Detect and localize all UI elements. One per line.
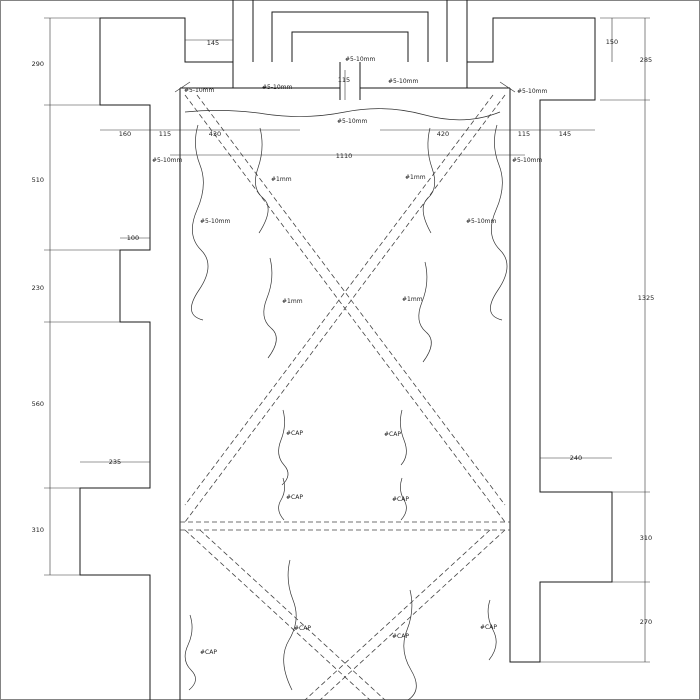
crack-label-right-dim: #5-10mm <box>512 157 542 164</box>
cracks <box>184 108 508 700</box>
crack-label-cap-d: #CAP <box>392 496 409 503</box>
crack-label-cap-e: #CAP <box>200 649 217 656</box>
crack-label-cap-g: #CAP <box>392 633 409 640</box>
outline-left <box>79 17 233 700</box>
dim-top-160: 160 <box>119 130 131 138</box>
dim-top-145-right: 145 <box>559 130 571 138</box>
outline-right <box>467 17 613 663</box>
dim-left-1: 290 <box>32 60 44 68</box>
dim-right-4: 310 <box>640 534 652 542</box>
dim-top-420: 420 <box>437 130 449 138</box>
dim-235: 235 <box>109 458 121 466</box>
dimension-lines <box>44 17 650 663</box>
dim-left-3: 230 <box>32 284 44 292</box>
crack-label-1mm-b: #1mm <box>405 174 426 181</box>
dimension-text: 290 510 230 560 310 150 285 1325 310 270… <box>32 38 655 626</box>
crack-label-cap-f: #CAP <box>294 625 311 632</box>
crack-label-1mm-a: #1mm <box>271 176 292 183</box>
dim-right-3: 1325 <box>638 294 655 302</box>
crack-label-cap-a: #CAP <box>286 430 303 437</box>
dim-top-1110: 1110 <box>336 152 353 160</box>
dim-left-4: 560 <box>32 400 44 408</box>
dim-top-145: 145 <box>207 39 219 47</box>
bracing <box>180 94 510 700</box>
dim-100: 100 <box>127 234 139 242</box>
dim-left-5: 310 <box>32 526 44 534</box>
crack-label-wall-right: #5-10mm <box>466 218 496 225</box>
crack-label-top: #5-10mm <box>345 56 375 63</box>
crack-label-corner-right: #5-10mm <box>517 88 547 95</box>
dim-right-1: 150 <box>606 38 618 46</box>
dim-top-115-right: 115 <box>518 130 530 138</box>
crack-label-corner-left: #5-10mm <box>184 87 214 94</box>
crack-labels: #5-10mm #5-10mm #5-10mm #5-10mm #5-10mm … <box>152 56 547 656</box>
dim-top-115: 115 <box>338 76 350 84</box>
crack-label-cap-b: #CAP <box>384 431 401 438</box>
dim-right-2: 285 <box>640 56 652 64</box>
crack-label-wall-left: #5-10mm <box>200 218 230 225</box>
dim-right-5: 270 <box>640 618 652 626</box>
top-frames <box>232 0 468 62</box>
crack-label-left-dim: #5-10mm <box>152 157 182 164</box>
crack-label-mid: #5-10mm <box>337 118 367 125</box>
dim-top-115-left: 115 <box>159 130 171 138</box>
dim-left-2: 510 <box>32 176 44 184</box>
crack-label-beam-right: #5-10mm <box>388 78 418 85</box>
crack-label-cap-c: #CAP <box>286 494 303 501</box>
crack-label-beam-left: #5-10mm <box>262 84 292 91</box>
dim-top-430: 430 <box>209 130 221 138</box>
crack-label-cap-h: #CAP <box>480 624 497 631</box>
dim-240: 240 <box>570 454 582 462</box>
crack-label-1mm-c: #1mm <box>282 298 303 305</box>
crack-label-1mm-d: #1mm <box>402 296 423 303</box>
